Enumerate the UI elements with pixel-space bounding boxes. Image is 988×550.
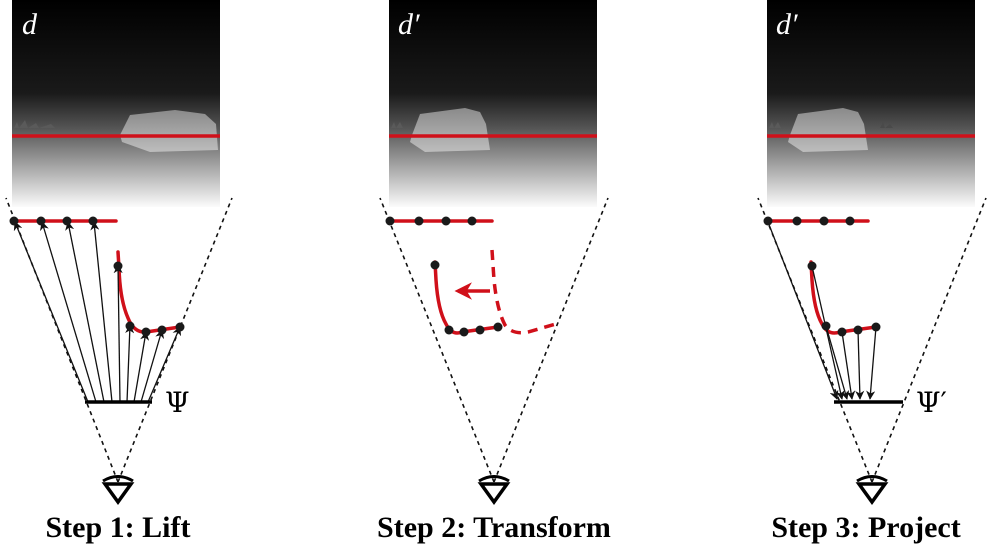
scene-points-transformed <box>385 216 503 337</box>
depth-label-d-prime: d′ <box>398 8 420 41</box>
eye-icon <box>101 475 135 505</box>
camera-label-psi-prime: Ψ′ <box>916 386 947 419</box>
caption-step-2: Step 2: Transform <box>377 511 611 544</box>
panel-project: d′ Ψ′ Step 3: <box>757 0 987 544</box>
panel-transform: d′ Step 2: Transform <box>377 0 611 544</box>
depth-label-d-prime-2: d′ <box>776 8 798 41</box>
scene-points-projected <box>763 216 881 337</box>
depth-map-d-prime: d′ <box>389 0 597 207</box>
eye-icon <box>855 475 889 505</box>
camera-label-psi: Ψ <box>165 386 190 419</box>
depth-map-d-prime-2: d′ <box>767 0 975 207</box>
project-rays <box>767 221 877 400</box>
eye-icon <box>477 475 511 505</box>
caption-step-1: Step 1: Lift <box>46 511 191 544</box>
panel-lift: d Ψ <box>5 0 233 544</box>
scene-points <box>9 216 185 337</box>
depth-label-d: d <box>22 8 38 41</box>
lift-rays <box>13 221 181 403</box>
depth-map-d: d <box>12 0 220 207</box>
caption-step-3: Step 3: Project <box>771 511 960 544</box>
